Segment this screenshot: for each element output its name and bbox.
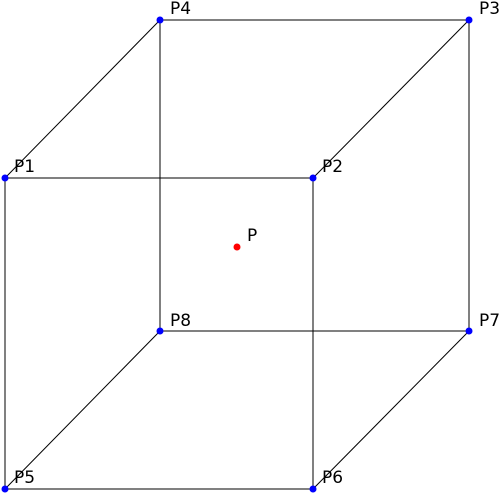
label-p1: P1 xyxy=(14,157,35,177)
cube-vertices xyxy=(1,16,473,493)
vertex-p4 xyxy=(156,16,164,24)
edge-p1-p4 xyxy=(4,19,161,179)
vertex-p7 xyxy=(465,327,473,335)
label-p8: P8 xyxy=(170,311,191,331)
vertex-p6 xyxy=(309,485,317,493)
vertex-p8 xyxy=(156,327,164,335)
center-point-p xyxy=(233,243,241,251)
label-p5: P5 xyxy=(14,468,35,488)
label-p4: P4 xyxy=(170,0,191,19)
cube-edges xyxy=(4,19,470,490)
edge-p6-p7 xyxy=(312,330,470,490)
vertex-p1 xyxy=(1,174,9,182)
vertex-labels: P1 P2 P3 P4 P5 P6 P7 P8 P xyxy=(14,0,500,488)
label-p7: P7 xyxy=(479,311,500,331)
vertex-p3 xyxy=(465,16,473,24)
edge-p2-p3 xyxy=(312,19,470,179)
vertex-p5 xyxy=(1,485,9,493)
label-p6: P6 xyxy=(322,468,343,488)
label-p: P xyxy=(247,226,257,246)
vertex-p2 xyxy=(309,174,317,182)
label-p2: P2 xyxy=(322,157,343,177)
label-p3: P3 xyxy=(479,0,500,19)
edge-p5-p8 xyxy=(4,330,161,490)
